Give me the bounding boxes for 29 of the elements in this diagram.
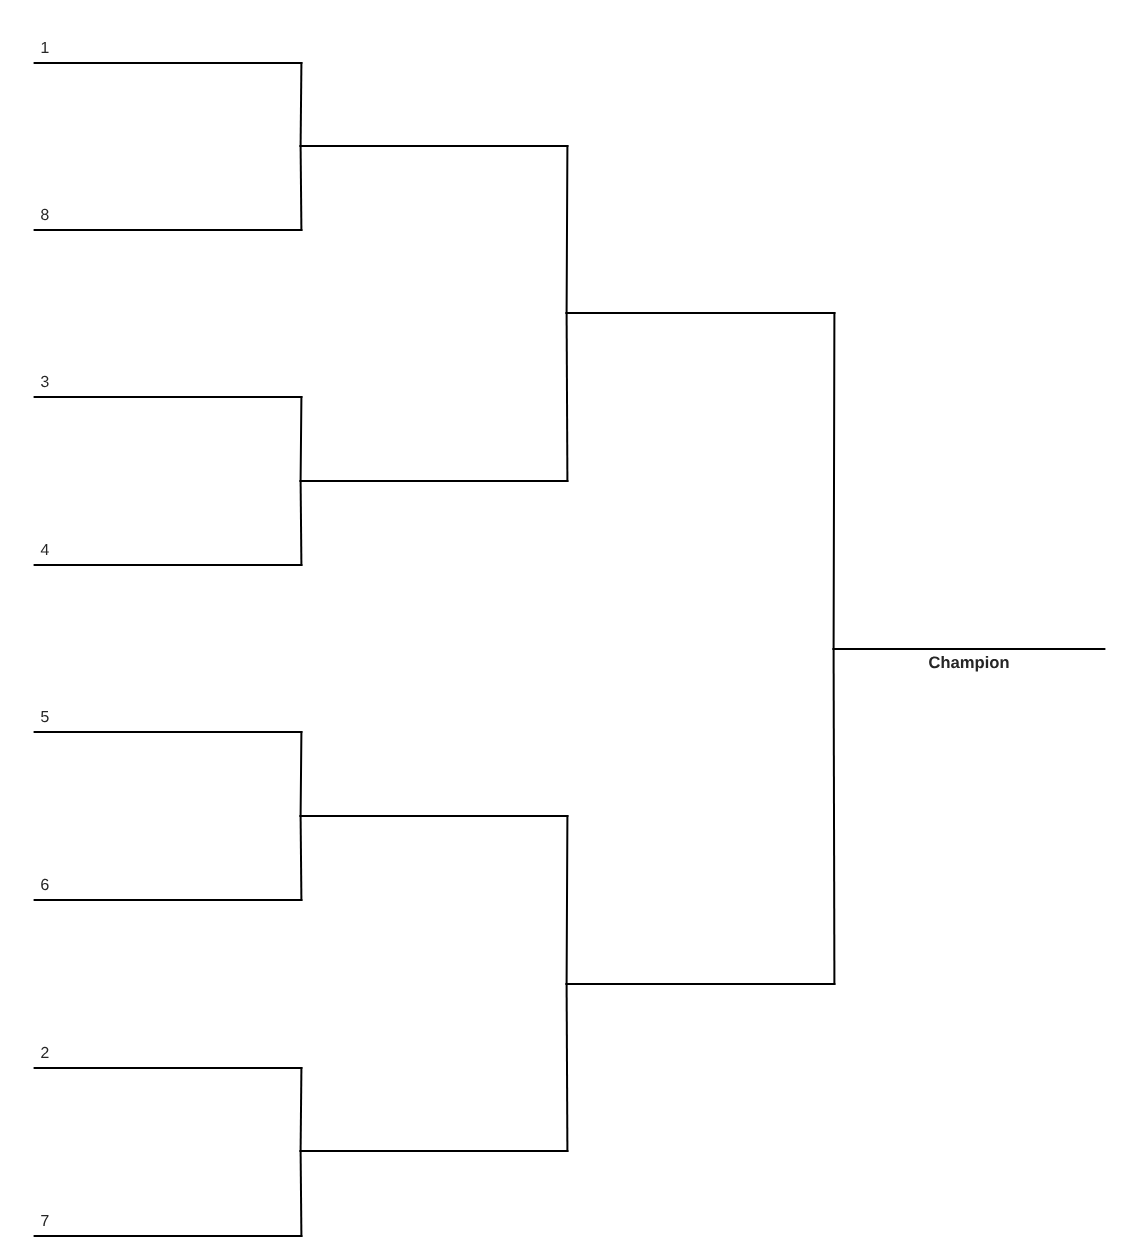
bracket-connector (565, 312, 569, 482)
bracket-connector (299, 731, 303, 817)
fill-in-line (299, 480, 569, 482)
bracket-connector (299, 396, 303, 482)
seed-number: 8 (41, 208, 49, 221)
seed-number: 6 (41, 878, 49, 891)
seed-number: 3 (41, 375, 49, 388)
seed-number: 7 (41, 1215, 49, 1226)
seed-number: 5 (41, 711, 49, 723)
fill-in-line (299, 145, 569, 147)
bracket-connector (565, 145, 569, 314)
seed-number: 4 (40, 544, 49, 555)
fill-in-line (299, 1150, 569, 1152)
bracket-connector (832, 312, 836, 650)
seed-number: 1 (41, 42, 49, 53)
fill-in-line (565, 312, 836, 314)
fill-in-line (299, 815, 569, 817)
bracket-connector (299, 62, 303, 147)
fill-in-line (565, 983, 836, 985)
bracket-connector (565, 983, 569, 1152)
champion-label: Champion (929, 656, 1009, 672)
bracket-connector (299, 145, 303, 231)
bracket-connector (565, 815, 569, 985)
bracket-connector (299, 480, 303, 566)
bracket-connector (299, 1067, 303, 1152)
bracket-connector (299, 815, 303, 901)
seed-number: 2 (41, 1046, 49, 1058)
bracket-connector (832, 648, 836, 985)
bracket-connector (299, 1150, 303, 1237)
